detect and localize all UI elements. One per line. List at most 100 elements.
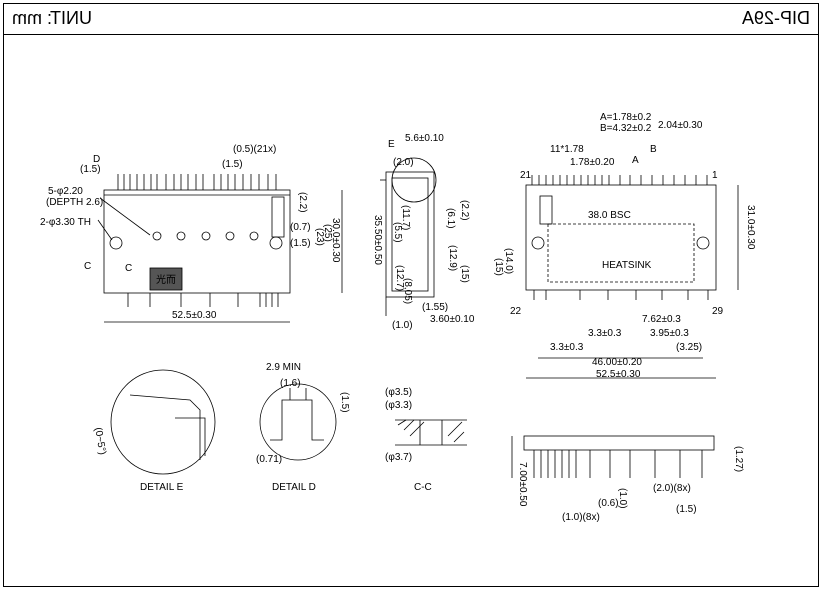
dim-t2: (2.0)	[393, 157, 414, 168]
dim-pitch-11: 11*1.78	[550, 144, 584, 155]
detail-d: 2.9 MIN (1.6) (1.5) (0.71) DETAIL D	[256, 362, 350, 493]
detail-e-shape	[129, 394, 206, 460]
dim-l8: (8.05)	[402, 278, 413, 304]
detail-e-circle-large	[110, 369, 216, 475]
cc-d3-5: (φ3.5)	[385, 387, 412, 398]
pin-hole-4	[225, 231, 235, 241]
section-c-right: C	[125, 263, 132, 274]
dim-52: 52.5±0.30	[596, 369, 641, 380]
dim-l5-5: (5.5)	[392, 222, 403, 243]
detail-e-caption: DETAIL E	[140, 482, 184, 493]
dim-h14: (14.0)	[503, 248, 514, 274]
dim-3-95: 3.95±0.3	[650, 328, 689, 339]
front-view: 光而 52.5±0.30 30.0±0.30 (25) (23) (2.2) (…	[40, 144, 343, 323]
dim-top-2-04: 2.04±0.30	[658, 120, 703, 131]
dim-l35: 35.50±0.50	[372, 215, 383, 265]
leader-th	[97, 219, 113, 241]
lead-d2-8x: (2.0)(8x)	[653, 483, 691, 494]
dim-width: 52.5±0.30	[172, 310, 217, 321]
heatsink-area	[547, 223, 695, 283]
detail-d-shape	[270, 388, 324, 441]
front-side-tab	[271, 196, 285, 238]
heatsink-label: HEATSINK	[602, 260, 652, 271]
front-body	[103, 189, 291, 294]
lead-d0-6: (0.6)	[598, 498, 619, 509]
dim-l12-7: (12.7)	[394, 265, 405, 291]
dim-pin-width: (0.5)(21x)	[233, 144, 276, 155]
mount-hole-left	[109, 236, 123, 250]
lead-body	[523, 435, 715, 451]
dim-3-3: 3.3±0.3	[588, 328, 622, 339]
front-top-pins	[117, 174, 277, 190]
title-bar: UNIT: mm DIP-29A	[4, 4, 818, 35]
detail-d-label: D	[93, 154, 100, 165]
dim-depth: (DEPTH 2.6)	[46, 197, 103, 208]
dim-7-62: 7.62±0.3	[642, 314, 681, 325]
pin-29: 29	[712, 306, 724, 317]
dim-l15: (15)	[459, 265, 470, 283]
dim-h2-2: (2.2)	[297, 192, 308, 213]
dim-l11: (11.7)	[400, 205, 411, 230]
pin-1: 1	[712, 170, 718, 181]
detail-d-0-71: (0.71)	[256, 454, 282, 465]
bottom-body	[525, 184, 717, 291]
dim-1-5-left: (1.5)	[80, 164, 101, 175]
dim-b1-55: (1.55)	[422, 302, 448, 313]
pin-hole-3	[201, 231, 211, 241]
lead-d7: 7.00±0.50	[517, 462, 528, 507]
dim-b3-6: 3.60±0.10	[430, 314, 475, 325]
dim-bsc: 38.0 BSC	[588, 210, 631, 221]
logo-text: 光而	[156, 273, 176, 286]
dim-l6-1: (6.1)	[445, 208, 456, 229]
dim-h0-7: (0.7)	[290, 222, 311, 233]
dim-b1: (1.0)	[392, 320, 413, 331]
pin-21: 21	[520, 170, 532, 181]
cc-d3-3: (φ3.3)	[385, 400, 412, 411]
dim-hole: 5-φ2.20	[48, 186, 83, 197]
cc-caption: C-C	[414, 482, 432, 493]
lead-d1-5: (1.5)	[676, 504, 697, 515]
dim-top-w: 5.6±0.10	[405, 133, 444, 144]
dim-3-25: (3.25)	[676, 342, 702, 353]
detail-d-caption: DETAIL D	[272, 482, 316, 493]
mount-hole-right	[269, 236, 283, 250]
pin-hole-2	[176, 231, 186, 241]
bottom-lower-pins	[533, 290, 709, 300]
dim-b-eq: B=4.32±0.2	[600, 123, 652, 134]
lead-view: 7.00±0.50 (1.27) (1.0) (0.6) (2.0)(8x) (…	[511, 435, 744, 523]
bottom-tab	[539, 195, 553, 225]
leader-hole	[99, 197, 151, 236]
detail-e-circle	[391, 157, 437, 203]
lead-pins	[533, 450, 703, 478]
dim-h23: (23)	[314, 228, 325, 246]
dim-a-eq: A=1.78±0.2	[600, 112, 652, 123]
section-cc-hatch	[397, 419, 465, 443]
section-c-left: C	[84, 261, 91, 272]
dim-46: 46.00±0.20	[592, 357, 642, 368]
pitch-letter-a: A	[632, 155, 639, 166]
side-inner	[391, 177, 429, 292]
dim-h30: 30.0±0.30	[330, 218, 341, 263]
drawing-frame: UNIT: mm DIP-29A	[3, 3, 819, 587]
pin-hole-5	[249, 231, 259, 241]
section-cc-shape	[395, 419, 467, 446]
detail-d-min: 2.9 MIN	[266, 362, 301, 373]
dim-3-3b: 3.3±0.3	[550, 342, 584, 353]
detail-d-1-5: (1.5)	[339, 392, 350, 413]
dim-h31: 31.0±0.30	[745, 205, 756, 250]
bottom-top-pins	[531, 175, 708, 185]
dim-h1-5: (1.5)	[290, 238, 311, 249]
section-cc: (φ3.5) (φ3.3) (φ3.7) C-C	[385, 387, 467, 493]
dim-through-hole: 2-φ3.30 TH	[40, 217, 91, 228]
lead-d1-8x: (1.0)(8x)	[562, 512, 600, 523]
logo-box	[149, 267, 183, 291]
detail-d-1-6: (1.6)	[280, 378, 301, 389]
bottom-view: 21 1 22 29 A=1.78±0.2 B=4.32±0.2 2.04±0.…	[493, 112, 756, 380]
dim-pin-pitch: (1.5)	[222, 159, 243, 170]
front-bottom-pins	[127, 293, 279, 307]
pin-hole-1	[152, 231, 162, 241]
dim-h15: (15)	[493, 258, 504, 276]
pitch-letter-b: B	[650, 144, 657, 155]
side-view: E 5.6±0.10 (2.0) (2.2) 35.50±0.50 (11.7)…	[372, 133, 475, 331]
